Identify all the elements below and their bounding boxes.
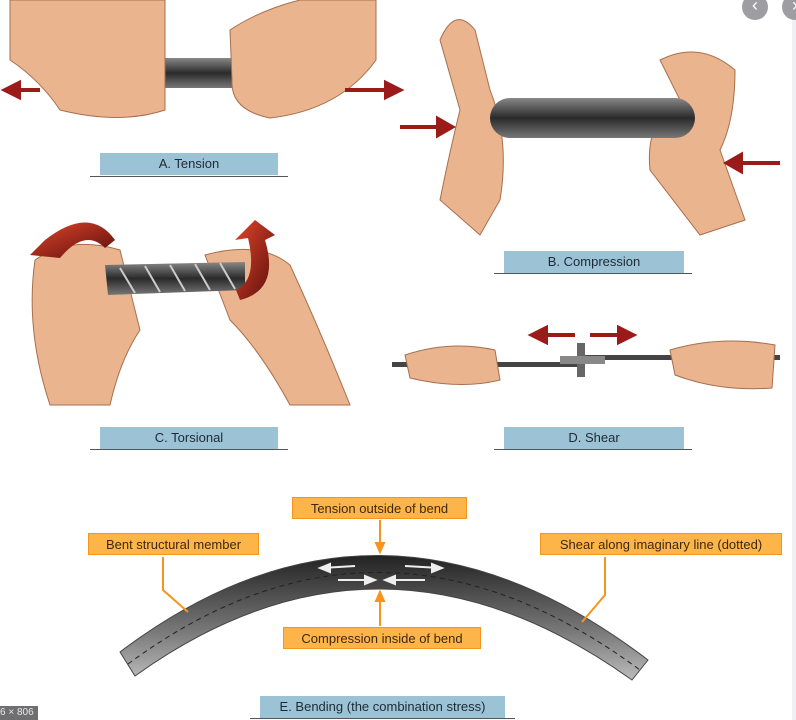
label-underline <box>494 449 692 450</box>
label-underline <box>90 449 288 450</box>
label-underline <box>90 176 288 177</box>
label-bending: E. Bending (the combination stress) <box>260 696 505 718</box>
label-torsional: C. Torsional <box>100 427 278 449</box>
torsional-illustration <box>30 220 351 406</box>
shear-illustration <box>392 324 780 390</box>
next-image-button[interactable]: › <box>782 0 796 20</box>
image-dimensions-badge: 6 × 806 <box>0 706 38 720</box>
bending-illustration <box>119 520 649 681</box>
tension-illustration <box>0 0 405 119</box>
callout-bent-member: Bent structural member <box>88 533 259 555</box>
callout-compression-inside: Compression inside of bend <box>283 627 481 649</box>
label-underline <box>494 273 692 274</box>
callout-tension-outside: Tension outside of bend <box>292 497 467 519</box>
previous-image-button[interactable]: ‹ <box>742 0 768 20</box>
compression-illustration <box>400 19 780 236</box>
callout-shear-line: Shear along imaginary line (dotted) <box>540 533 782 555</box>
label-shear: D. Shear <box>504 427 684 449</box>
label-tension: A. Tension <box>100 153 278 175</box>
label-compression: B. Compression <box>504 251 684 273</box>
label-underline <box>250 718 515 719</box>
